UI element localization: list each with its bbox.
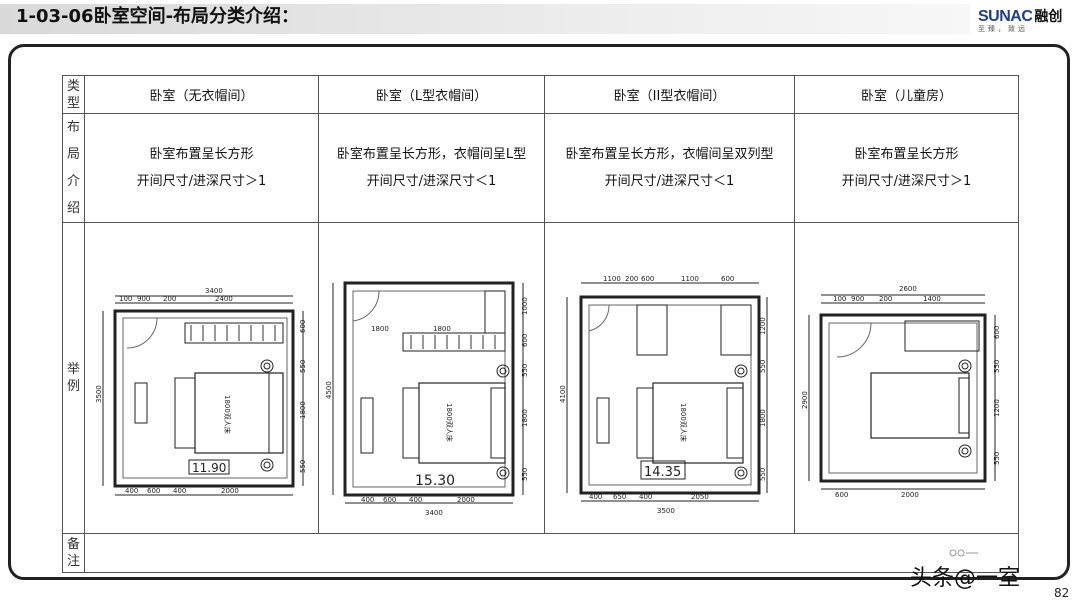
svg-text:900: 900: [851, 295, 864, 303]
svg-text:1800: 1800: [521, 409, 529, 427]
floor-plan-cell-3: 1100 200 600 1100 600 1200 550 1800 550 …: [544, 222, 795, 534]
svg-text:3500: 3500: [657, 507, 675, 515]
svg-text:550: 550: [993, 452, 1001, 465]
svg-text:2000: 2000: [221, 487, 239, 495]
svg-text:550: 550: [993, 360, 1001, 373]
svg-text:100: 100: [119, 295, 132, 303]
col-header-1: 卧室（无衣帽间）: [84, 75, 319, 114]
table-row-type: 类型 卧室（无衣帽间） 卧室（L型衣帽间） 卧室（II型衣帽间） 卧室（儿童房）: [62, 75, 1019, 114]
svg-text:1200: 1200: [993, 399, 1001, 417]
svg-text:900: 900: [137, 295, 150, 303]
svg-text:550: 550: [759, 360, 767, 373]
svg-text:600: 600: [147, 487, 160, 495]
logo-text: SUNAC: [978, 8, 1033, 25]
row-head-type: 类型: [62, 75, 85, 114]
floor-plan-cell-2: 1800 1800 1000 600 550 1800 550 4500 400…: [318, 222, 545, 534]
floor-plan-cell-1: 3400 100 900 200 2400 600 550 1800 550 3…: [84, 222, 319, 534]
col-desc-1: 卧室布置呈长方形开间尺寸/进深尺寸＞1: [84, 113, 319, 223]
svg-text:600: 600: [993, 326, 1001, 339]
table-row-note: 备注: [62, 533, 1019, 573]
table-row-layout: 布局介绍 卧室布置呈长方形开间尺寸/进深尺寸＞1 卧室布置呈长方形，衣帽间呈L型…: [62, 113, 1019, 223]
row-head-layout: 布局介绍: [62, 113, 85, 223]
svg-text:1800: 1800: [371, 325, 389, 333]
svg-text:1100: 1100: [603, 275, 621, 283]
svg-text:1000: 1000: [521, 297, 529, 315]
floor-plan-2: 1800 1800 1000 600 550 1800 550 4500 400…: [325, 281, 529, 517]
svg-text:600: 600: [383, 496, 396, 504]
svg-text:1800: 1800: [433, 325, 451, 333]
col-header-4: 卧室（儿童房）: [794, 75, 1019, 114]
svg-text:200: 200: [625, 275, 638, 283]
floor-plan-cell-4: 2600 100 900 200 1400 600 550 1200 550 2…: [794, 222, 1019, 534]
svg-text:200: 200: [879, 295, 892, 303]
row-head-note: 备注: [62, 533, 85, 573]
layout-table: 类型 卧室（无衣帽间） 卧室（L型衣帽间） 卧室（II型衣帽间） 卧室（儿童房）…: [62, 75, 1019, 573]
dim-top-total-1: 3400: [205, 287, 223, 295]
title-bar: [0, 4, 970, 34]
svg-text:550: 550: [521, 364, 529, 377]
logo-slogan: 至臻，致远: [978, 25, 1028, 33]
svg-text:600: 600: [835, 491, 848, 499]
svg-text:400: 400: [173, 487, 186, 495]
svg-text:550: 550: [759, 468, 767, 481]
col-desc-2: 卧室布置呈长方形，衣帽间呈L型开间尺寸/进深尺寸＜1: [318, 113, 545, 223]
svg-text:1800双人床: 1800双人床: [445, 403, 454, 442]
col-desc-3: 卧室布置呈长方形，衣帽间呈双列型开间尺寸/进深尺寸＜1: [544, 113, 795, 223]
row-head-example: 举例: [62, 222, 85, 534]
svg-text:2000: 2000: [901, 491, 919, 499]
note-cell: [84, 533, 1019, 573]
svg-text:3400: 3400: [425, 509, 443, 517]
floor-plan-3: 1100 200 600 1100 600 1200 550 1800 550 …: [559, 275, 768, 515]
area-label-2: 15.30: [415, 473, 455, 489]
col-header-2: 卧室（L型衣帽间）: [318, 75, 545, 114]
svg-text:400: 400: [589, 493, 602, 501]
area-label-3: 14.35: [644, 465, 681, 480]
watermark-icon: [949, 549, 978, 557]
svg-text:600: 600: [721, 275, 734, 283]
svg-text:400: 400: [409, 496, 422, 504]
watermark: 头条@一室: [910, 566, 1021, 591]
svg-text:2050: 2050: [691, 493, 709, 501]
svg-text:2600: 2600: [899, 285, 917, 293]
svg-text:1800双人床: 1800双人床: [223, 395, 232, 434]
svg-text:1200: 1200: [759, 317, 767, 335]
page-number: 82: [1054, 586, 1070, 600]
svg-text:600: 600: [521, 334, 529, 347]
svg-text:650: 650: [613, 493, 626, 501]
floor-plan-1: 3400 100 900 200 2400 600 550 1800 550 3…: [95, 287, 307, 496]
floor-plan-4: 2600 100 900 200 1400 600 550 1200 550 2…: [801, 285, 1001, 499]
svg-text:550: 550: [521, 468, 529, 481]
content-frame: [8, 44, 1070, 580]
svg-text:600: 600: [299, 320, 307, 333]
table-row-example: 举例: [62, 222, 1019, 534]
svg-text:3500: 3500: [95, 385, 103, 403]
svg-text:200: 200: [163, 295, 176, 303]
svg-text:4500: 4500: [325, 381, 333, 399]
area-label-1: 11.90: [192, 461, 226, 475]
svg-text:2900: 2900: [801, 391, 809, 409]
svg-text:1800: 1800: [299, 401, 307, 419]
svg-text:400: 400: [361, 496, 374, 504]
svg-text:600: 600: [641, 275, 654, 283]
col-header-3: 卧室（II型衣帽间）: [544, 75, 795, 114]
svg-text:550: 550: [299, 360, 307, 373]
svg-text:400: 400: [125, 487, 138, 495]
logo-cn: 融创: [1034, 9, 1063, 25]
svg-text:4100: 4100: [559, 385, 567, 403]
svg-text:550: 550: [299, 460, 307, 473]
svg-text:2400: 2400: [215, 295, 233, 303]
svg-text:1100: 1100: [681, 275, 699, 283]
svg-text:1400: 1400: [923, 295, 941, 303]
svg-text:1800: 1800: [759, 409, 767, 427]
svg-text:100: 100: [833, 295, 846, 303]
col-desc-4: 卧室布置呈长方形开间尺寸/进深尺寸＞1: [794, 113, 1019, 223]
svg-text:1800双人床: 1800双人床: [679, 403, 688, 442]
page-title: 1-03-06卧室空间-布局分类介绍：: [16, 6, 300, 27]
svg-text:2000: 2000: [457, 496, 475, 504]
svg-text:400: 400: [639, 493, 652, 501]
